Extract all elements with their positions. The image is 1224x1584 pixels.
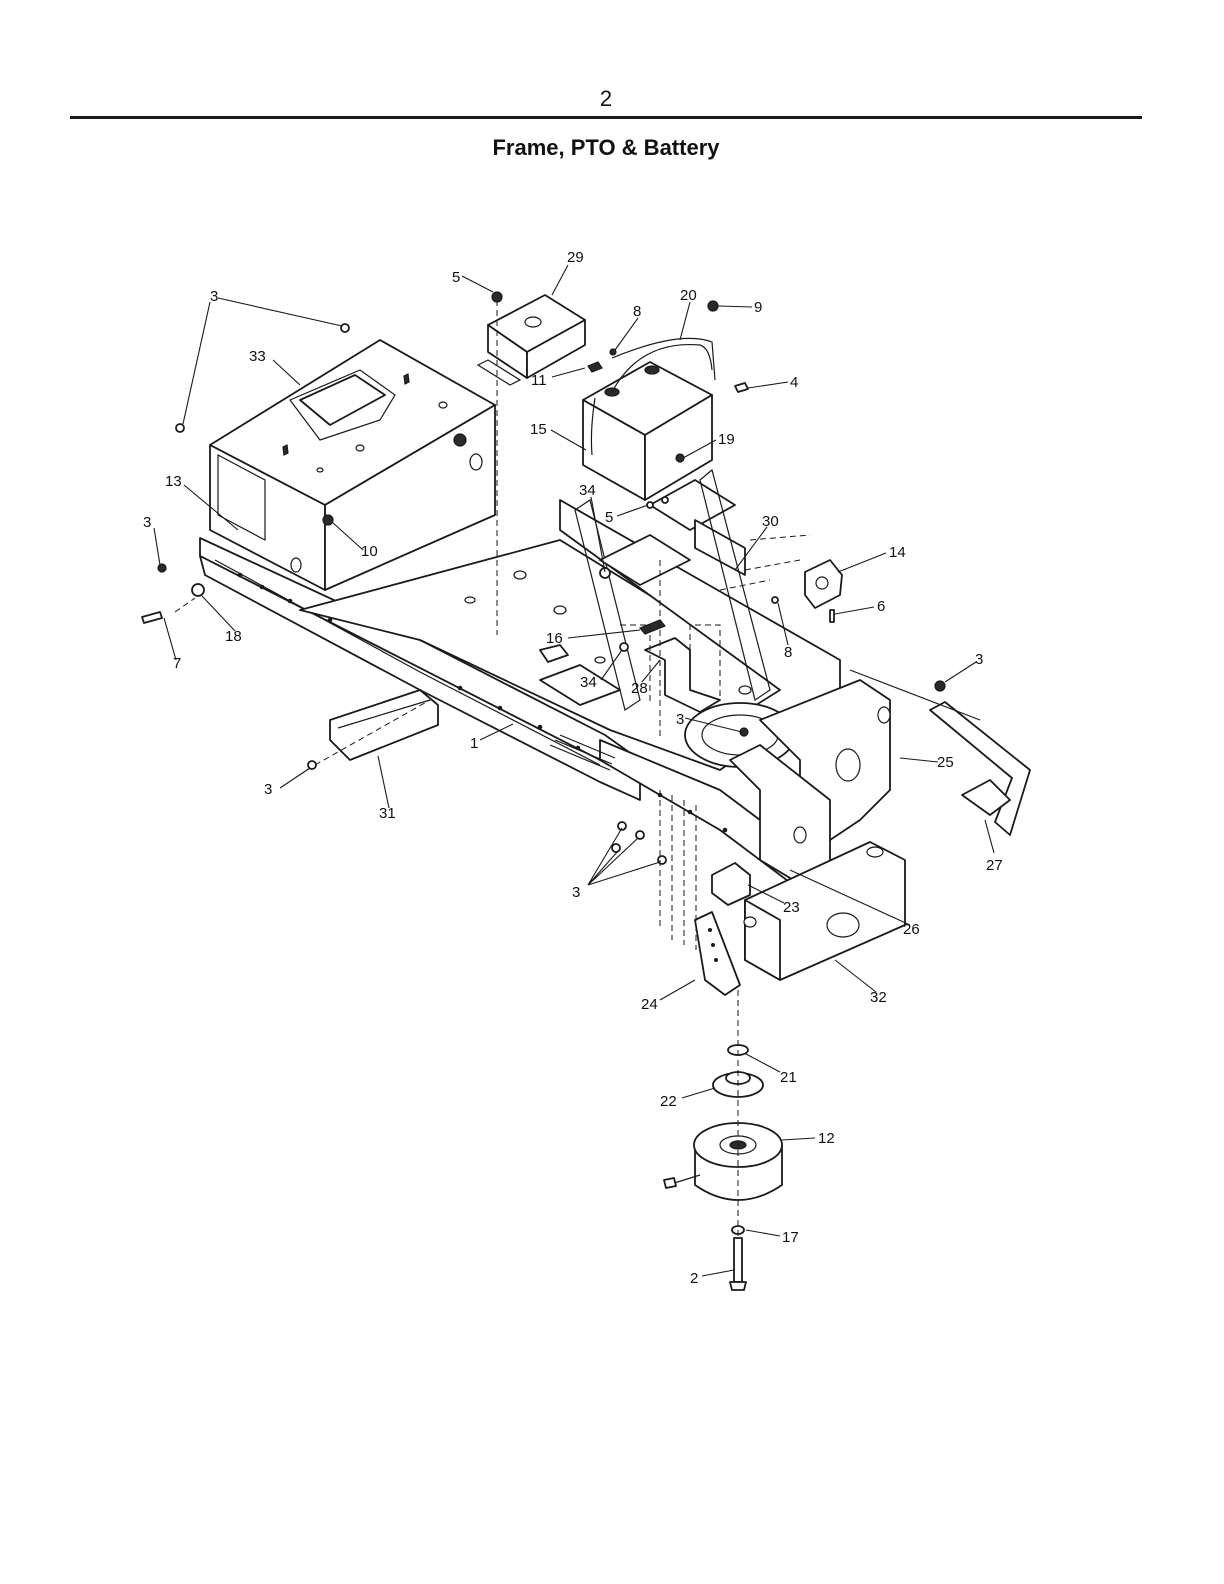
callout-3: 3 (143, 514, 151, 531)
callout-4: 4 (790, 374, 798, 391)
callout-32: 32 (870, 989, 887, 1006)
callout-27: 27 (986, 857, 1003, 874)
callout-34: 34 (580, 674, 597, 691)
callout-3: 3 (210, 288, 218, 305)
callout-17: 17 (782, 1229, 799, 1246)
main-frame-part-1 (199, 499, 841, 891)
callout-13: 13 (165, 473, 182, 490)
battery-part-15 (582, 343, 713, 501)
callout-22: 22 (660, 1093, 677, 1110)
callout-19: 19 (718, 431, 735, 448)
page-number: 2 (599, 86, 613, 111)
callout-7: 7 (173, 655, 181, 672)
callout-30: 30 (762, 513, 779, 530)
callout-3: 3 (264, 781, 272, 798)
callout-8: 8 (633, 303, 641, 320)
callout-9: 9 (754, 299, 762, 316)
callout-10: 10 (361, 543, 378, 560)
callout-14: 14 (889, 544, 906, 561)
battery-bracket-part-29 (476, 294, 586, 386)
callout-labels: 1 2 3 3 3 3 3 3 4 5 5 6 7 8 8 9 10 11 12… (143, 249, 1003, 1287)
leader-lines (153, 264, 995, 1277)
callout-26: 26 (903, 921, 920, 938)
callout-18: 18 (225, 628, 242, 645)
callout-2: 2 (690, 1270, 698, 1287)
callout-3: 3 (975, 651, 983, 668)
callout-11: 11 (531, 372, 547, 389)
assembly-lines (174, 300, 739, 1240)
bracket-part-27 (849, 669, 1031, 836)
callout-25: 25 (937, 754, 954, 771)
callout-28: 28 (631, 680, 648, 697)
solenoid-part-14 (719, 534, 843, 609)
callout-12: 12 (818, 1130, 835, 1147)
callout-1: 1 (470, 735, 478, 752)
callout-15: 15 (530, 421, 547, 438)
bracket-part-23 (711, 862, 751, 906)
callout-31: 31 (379, 805, 396, 822)
callout-16: 16 (546, 630, 563, 647)
seat-plate-part-33 (209, 339, 496, 591)
callout-23: 23 (783, 899, 800, 916)
callout-24: 24 (641, 996, 658, 1013)
callout-6: 6 (877, 598, 885, 615)
callout-20: 20 (680, 287, 697, 304)
battery-support-part-30 (574, 468, 771, 711)
callout-3: 3 (572, 884, 580, 901)
front-bumper-part-32 (743, 841, 906, 981)
callout-34: 34 (579, 482, 596, 499)
header-rule (70, 116, 1142, 119)
callout-3: 3 (676, 711, 684, 728)
callout-33: 33 (249, 348, 266, 365)
callout-29: 29 (567, 249, 584, 266)
battery-strap-part-20 (611, 337, 716, 381)
bracket-part-28 (639, 619, 721, 713)
bracket-part-24 (694, 911, 741, 996)
bracket-part-31 (329, 689, 439, 761)
callout-5: 5 (452, 269, 460, 286)
callout-5: 5 (605, 509, 613, 526)
pto-bolt-part-2 (729, 1237, 747, 1291)
callout-8: 8 (784, 644, 792, 661)
callout-21: 21 (780, 1069, 797, 1086)
pto-clutch-part-12 (663, 1122, 783, 1201)
hardware-fasteners (141, 291, 946, 865)
page-title: Frame, PTO & Battery (492, 135, 720, 160)
